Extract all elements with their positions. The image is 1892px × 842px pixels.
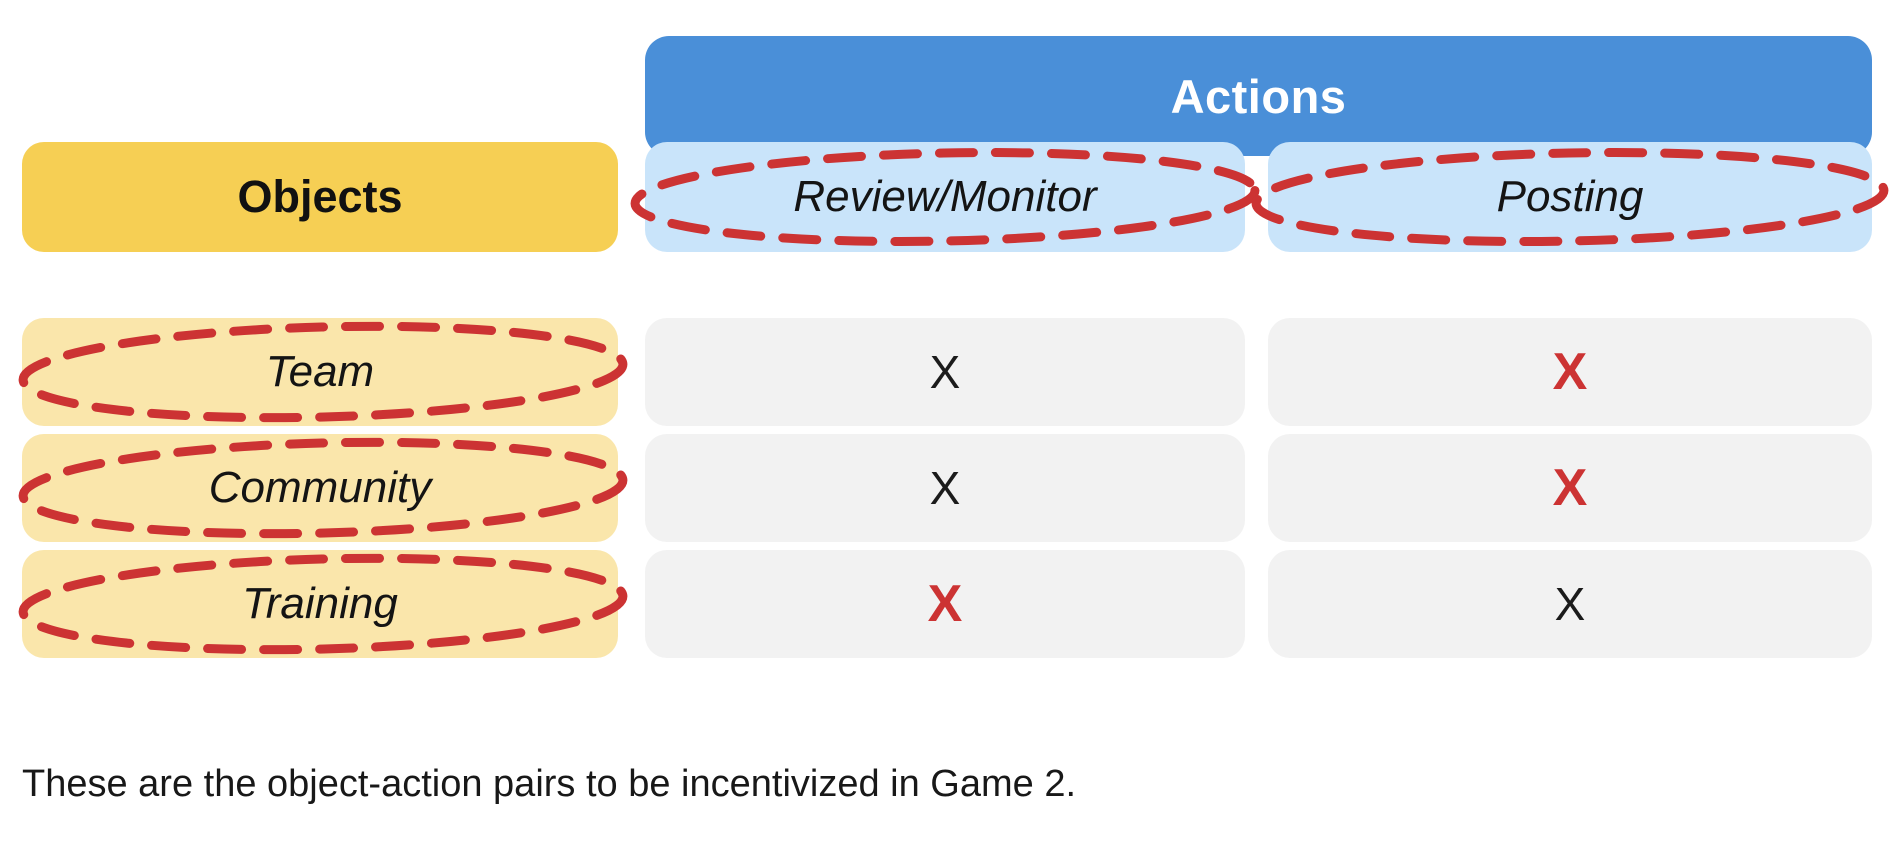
cell-mark-highlighted: X [1552,343,1588,401]
cell-community-posting: X [1268,434,1872,542]
cell-mark-highlighted: X [927,575,963,633]
row-label-text: Team [265,347,375,396]
caption-text: These are the object-action pairs to be … [22,763,1077,805]
actions-banner: Actions [645,36,1872,156]
row-label-text: Community [208,463,432,512]
cell-training-review-monitor: X [645,550,1245,658]
row-label-team: Team [18,318,628,426]
objects-header-label: Objects [237,171,403,222]
objects-header: Objects [22,142,618,252]
cell-team-posting: X [1268,318,1872,426]
cell-community-review-monitor: X [645,434,1245,542]
cell-mark-highlighted: X [1552,459,1588,517]
column-header-label: Review/Monitor [793,172,1097,221]
actions-banner-label: Actions [1170,69,1347,123]
column-header-posting: Posting [1251,142,1889,252]
cell-mark: X [929,346,961,398]
cell-mark: X [929,462,961,514]
cell-training-posting: X [1268,550,1872,658]
row-label-community: Community [18,434,628,542]
row-label-text: Training [242,579,398,628]
column-header-label: Posting [1496,172,1644,221]
row-label-training: Training [18,550,628,658]
cell-team-review-monitor: X [645,318,1245,426]
column-header-review-monitor: Review/Monitor [630,142,1260,252]
cell-mark: X [1554,578,1586,630]
